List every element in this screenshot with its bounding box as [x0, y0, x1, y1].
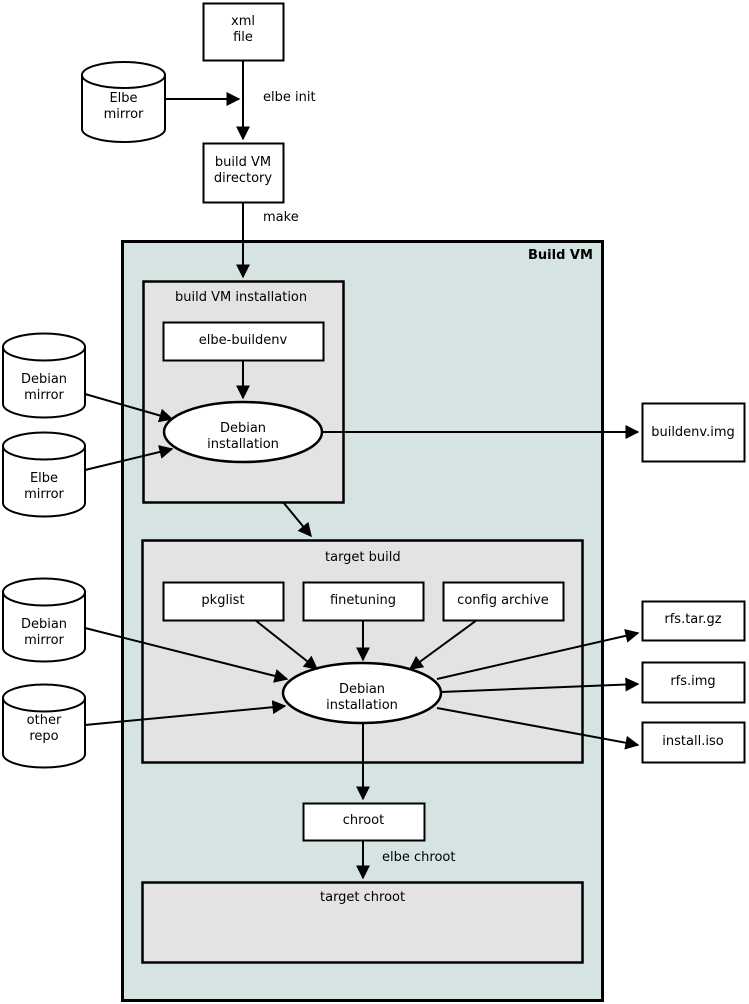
- xml-file-node[interactable]: [202, 2, 285, 62]
- debian-installation-target-node[interactable]: [281, 661, 443, 725]
- build-vm-installation-title: build VM installation: [175, 290, 308, 305]
- target-build-title: target build: [325, 550, 401, 565]
- buildenv-img-node[interactable]: [641, 402, 746, 463]
- elbe-buildenv-node[interactable]: [162, 321, 325, 362]
- edge-debianmirrorbottom-to-debianinstall: [84, 627, 289, 683]
- target-chroot-title: target chroot: [320, 890, 406, 905]
- install-iso-node[interactable]: [641, 721, 746, 764]
- edge-debianmirror-to-debianinstall-top: [84, 393, 174, 423]
- edge-elbemirror-to-debianinstall-top: [84, 445, 174, 471]
- edge-debianinstall-to-rfsimg: [440, 677, 640, 693]
- chroot-node[interactable]: [302, 802, 426, 842]
- edge-label-elbe-chroot: elbe chroot: [382, 850, 456, 865]
- rfs-tar-gz-node[interactable]: [641, 600, 746, 642]
- debian-mirror-top-node[interactable]: [2, 332, 86, 419]
- other-repo-node[interactable]: [2, 683, 86, 769]
- finetuning-node[interactable]: [302, 581, 425, 622]
- edge-configarchive-to-debianinstall: [408, 619, 478, 670]
- elbe-mirror-top-node[interactable]: [81, 61, 166, 143]
- edge-otherrepo-to-debianinstall: [84, 700, 287, 726]
- build-vm-directory-node[interactable]: [202, 142, 285, 204]
- edge-pkglist-to-debianinstall: [254, 619, 319, 670]
- target-chroot-group: [141, 881, 584, 964]
- edge-installation-to-targetbuild: [282, 501, 312, 538]
- debian-mirror-bottom-node[interactable]: [2, 577, 86, 663]
- debian-installation-top-node[interactable]: [162, 400, 324, 464]
- edge-debianinstall-to-rfstargz: [436, 628, 640, 680]
- edge-label-elbe-init: elbe init: [263, 90, 316, 105]
- edge-debianinstall-to-installiso: [436, 707, 640, 750]
- edge-label-make: make: [263, 210, 299, 225]
- elbe-mirror-mid-node[interactable]: [2, 431, 86, 518]
- config-archive-node[interactable]: [442, 581, 565, 622]
- build-vm-container-title: Build VM: [528, 248, 593, 263]
- pkglist-node[interactable]: [162, 581, 285, 622]
- rfs-img-node[interactable]: [641, 661, 746, 704]
